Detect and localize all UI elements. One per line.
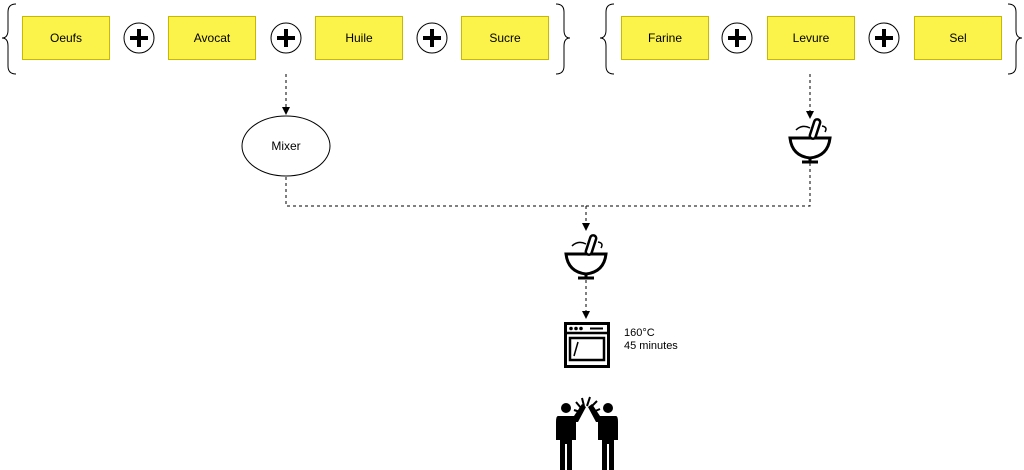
connector-mixer-to-merge	[285, 177, 586, 207]
ingredient-box-levure: Levure	[767, 16, 855, 60]
ingredient-box-sel: Sel	[914, 16, 1002, 60]
ingredient-box-huile: Huile	[315, 16, 403, 60]
mixer-node	[241, 115, 331, 177]
ingredient-label: Levure	[792, 31, 830, 45]
ingredient-box-sucre: Sucre	[461, 16, 549, 60]
ingredient-label: Huile	[345, 31, 373, 45]
right-brace-group-a	[555, 3, 571, 75]
mixer-label: Mixer	[271, 139, 301, 153]
right-brace-group-b	[1007, 3, 1023, 75]
oven-duration: 45 minutes	[624, 340, 678, 352]
plus-icon	[721, 22, 753, 54]
oven-temperature: 160°C	[624, 327, 655, 339]
connector-bowl-to-merge	[586, 163, 811, 207]
ingredient-label: Sel	[949, 31, 967, 45]
mixing-bowl-icon	[788, 118, 832, 164]
ingredient-label: Oeufs	[49, 31, 82, 45]
ingredient-label: Farine	[647, 31, 682, 45]
ingredient-label: Avocat	[193, 31, 231, 45]
plus-icon	[416, 22, 448, 54]
ingredient-label: Sucre	[489, 31, 521, 45]
left-brace-group-a	[1, 3, 17, 75]
mixing-bowl-icon	[564, 234, 608, 280]
ingredient-box-farine: Farine	[621, 16, 709, 60]
left-brace-group-b	[599, 3, 615, 75]
plus-icon	[123, 22, 155, 54]
ingredient-box-avocat: Avocat	[168, 16, 256, 60]
plus-icon	[270, 22, 302, 54]
plus-icon	[868, 22, 900, 54]
ingredient-box-oeufs: Oeufs	[22, 16, 110, 60]
high-five-people-icon	[556, 396, 618, 470]
oven-icon	[564, 322, 610, 368]
